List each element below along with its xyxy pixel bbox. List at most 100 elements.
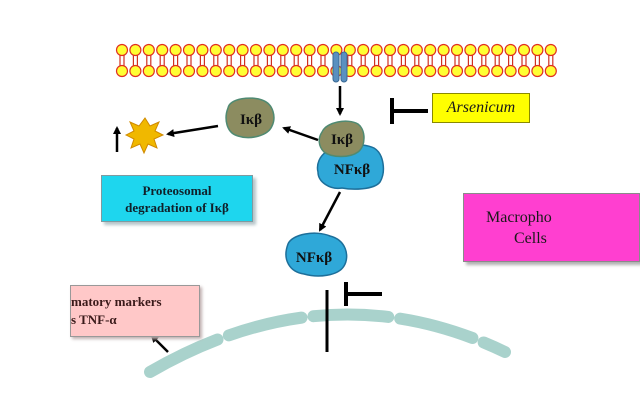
lipid-tail: [467, 55, 473, 66]
lipid-tail: [414, 55, 420, 66]
ikb-free-shape: [225, 97, 275, 139]
lipid-tail: [534, 55, 540, 66]
lipid-head: [517, 64, 531, 78]
lipid-head: [357, 43, 370, 57]
lipid-head: [491, 43, 504, 57]
lipid-head: [129, 64, 142, 78]
lipid-head: [129, 43, 142, 57]
lipid-tail: [548, 55, 554, 66]
lipid-tail: [320, 55, 326, 66]
lipid-head: [464, 43, 477, 57]
lipid-tail: [213, 55, 219, 66]
arrow-to-inflammatory-markers: [150, 334, 169, 353]
lipid-tail: [400, 55, 406, 66]
arsenicum-box: Arsenicum: [432, 93, 530, 123]
lipid-head: [397, 64, 410, 78]
lipid-head: [169, 64, 182, 78]
lipid-tail: [146, 55, 152, 66]
lipid-head: [477, 64, 490, 78]
lipid-head: [115, 64, 129, 78]
lipid-head: [437, 43, 450, 57]
lipid-head: [383, 43, 397, 57]
lipid-tail: [266, 55, 272, 66]
lipid-head: [156, 64, 169, 78]
macrophage-cells-box: Macropho Cells: [463, 193, 640, 262]
lipid-head: [531, 64, 544, 78]
lipid-head: [410, 64, 423, 78]
lipid-head: [504, 43, 517, 57]
lipid-tail: [253, 55, 259, 66]
nfkb-free-shape: [285, 232, 348, 277]
lipid-tail: [521, 55, 527, 66]
degradation-burst-icon: [124, 117, 165, 155]
inflammatory-markers-box: matory markers s TNF-α: [70, 285, 200, 337]
lipid-head: [316, 64, 330, 78]
lipid-head: [209, 43, 222, 57]
lipid-head: [424, 43, 437, 57]
lipid-head: [169, 43, 182, 57]
lipid-head: [196, 43, 209, 57]
lipid-head: [531, 43, 544, 57]
lipid-head: [383, 64, 397, 78]
lipid-head: [517, 43, 531, 57]
lipid-head: [450, 43, 464, 57]
nucleus-envelope: [144, 308, 511, 378]
lipid-head: [115, 43, 129, 57]
lipid-head: [316, 43, 330, 57]
arrow-complex-to-nfkb: [318, 191, 342, 232]
lipid-tail: [508, 55, 514, 66]
lipid-tail: [427, 55, 433, 66]
lipid-head: [303, 64, 316, 78]
lipid-head: [504, 64, 517, 78]
membrane-receptor: [332, 51, 348, 83]
lipid-tail: [441, 55, 447, 66]
lipid-head: [370, 64, 383, 78]
lipid-tail: [119, 55, 125, 66]
lipid-head: [182, 43, 196, 57]
lipid-head: [303, 43, 316, 57]
lipid-head: [249, 43, 263, 57]
lipid-tail: [186, 55, 192, 66]
lipid-head: [196, 64, 209, 78]
lipid-tail: [280, 55, 286, 66]
lipid-tail: [199, 55, 205, 66]
lipid-head: [223, 64, 236, 78]
lipid-head: [450, 64, 464, 78]
arrow-ikb-to-burst: [166, 124, 219, 138]
lipid-head: [464, 64, 477, 78]
lipid-head: [544, 43, 557, 57]
lipid-head: [370, 43, 383, 57]
lipid-tail: [293, 55, 299, 66]
lipid-head: [290, 64, 303, 78]
lipid-tail: [307, 55, 313, 66]
proteosomal-degradation-box: Proteosomal degradation of Iκβ: [101, 175, 253, 222]
lipid-tail: [494, 55, 500, 66]
lipid-head: [491, 64, 504, 78]
lipid-tail: [481, 55, 487, 66]
lipid-head: [142, 43, 155, 57]
nfkb-free-label: NFκβ: [296, 250, 332, 266]
lipid-head: [424, 64, 437, 78]
lipid-tail: [226, 55, 232, 66]
arrow-complex-to-ikb: [282, 126, 319, 142]
inhibition-bar-nfkb: [344, 282, 382, 306]
ikb-complex-label: Iκβ: [331, 132, 353, 148]
lipid-head: [397, 43, 410, 57]
lipid-head: [236, 64, 249, 78]
lipid-tail: [374, 55, 380, 66]
cell-membrane: [115, 43, 557, 78]
lipid-tail: [132, 55, 138, 66]
lipid-head: [544, 64, 557, 78]
lipid-tail: [454, 55, 460, 66]
lipid-tail: [240, 55, 246, 66]
lipid-head: [276, 43, 289, 57]
lipid-head: [410, 43, 423, 57]
lipid-head: [182, 64, 196, 78]
lipid-tail: [387, 55, 393, 66]
lipid-head: [290, 43, 303, 57]
lipid-tail: [347, 55, 353, 66]
lipid-head: [263, 43, 276, 57]
lipid-head: [223, 43, 236, 57]
